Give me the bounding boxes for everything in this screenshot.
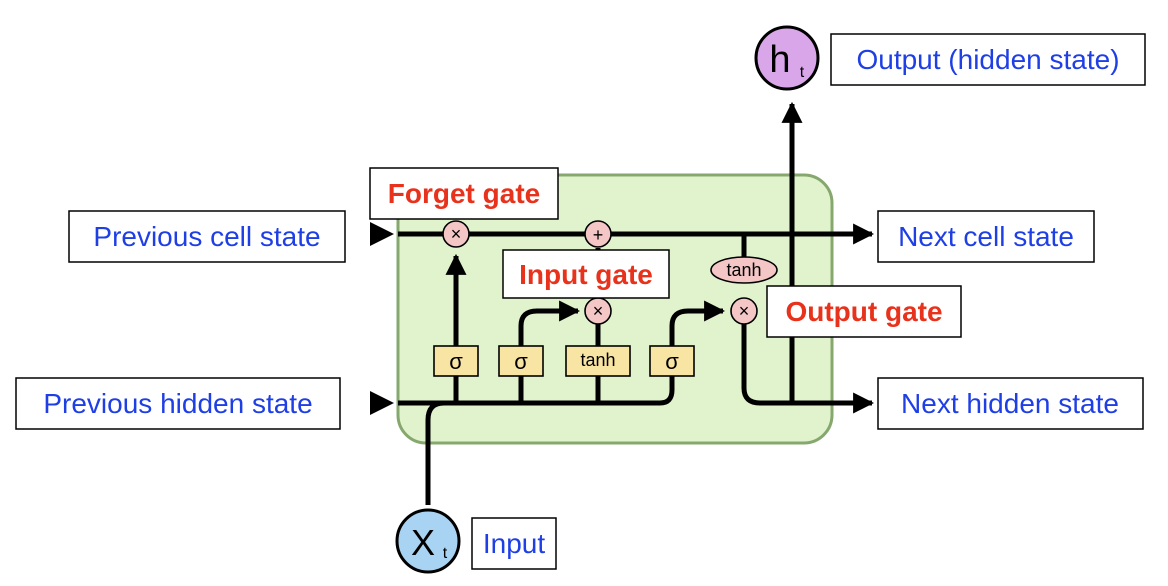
output-gate-label: Output gate bbox=[766, 285, 962, 338]
output-sigma-label: σ bbox=[665, 349, 679, 374]
forget-gate-label: Forget gate bbox=[369, 167, 559, 220]
input-line bbox=[425, 400, 445, 505]
tanh-layer: tanh bbox=[565, 345, 631, 377]
output-hidden-state-label: Output (hidden state) bbox=[830, 33, 1146, 86]
forget-sigma-layer: σ bbox=[433, 345, 479, 377]
input-label-text: Input bbox=[483, 528, 545, 559]
cell-state-input-arrow bbox=[370, 222, 394, 246]
next-cell-state-text: Next cell state bbox=[898, 221, 1074, 252]
output-tanh-op: tanh bbox=[710, 256, 778, 284]
output-multiply-op: × bbox=[730, 297, 758, 325]
input-gate-arrow bbox=[518, 300, 581, 346]
input-multiply-symbol: × bbox=[593, 301, 604, 321]
previous-hidden-state-text: Previous hidden state bbox=[43, 388, 312, 419]
input-node: X t bbox=[395, 508, 461, 574]
output-multiply-symbol: × bbox=[739, 301, 750, 321]
input-multiply-op: × bbox=[584, 297, 612, 325]
hidden-state-input-arrow bbox=[370, 391, 394, 415]
input-sigma-layer: σ bbox=[498, 345, 544, 377]
next-cell-state-label: Next cell state bbox=[877, 210, 1095, 263]
forget-multiply-op: × bbox=[442, 220, 470, 248]
output-gate-arrow bbox=[669, 300, 726, 346]
tanh-layer-label: tanh bbox=[580, 350, 615, 370]
forget-multiply-symbol: × bbox=[451, 224, 462, 244]
cell-add-op: + bbox=[584, 220, 612, 248]
forget-gate-text: Forget gate bbox=[388, 178, 540, 209]
output-tanh-label: tanh bbox=[726, 260, 761, 280]
previous-cell-state-text: Previous cell state bbox=[93, 221, 320, 252]
output-sigma-layer: σ bbox=[649, 345, 695, 377]
previous-cell-state-label: Previous cell state bbox=[68, 210, 346, 263]
output-node: h t bbox=[754, 25, 820, 91]
input-gate-label: Input gate bbox=[502, 249, 670, 299]
input-node-subscript: t bbox=[443, 545, 448, 562]
output-gate-text: Output gate bbox=[785, 296, 942, 327]
input-label: Input bbox=[471, 517, 557, 570]
output-hidden-state-text: Output (hidden state) bbox=[856, 44, 1119, 75]
input-node-symbol: X bbox=[411, 522, 435, 563]
hidden-output-line bbox=[741, 324, 875, 414]
output-node-subscript: t bbox=[800, 64, 805, 81]
forget-sigma-label: σ bbox=[449, 349, 463, 374]
cell-add-symbol: + bbox=[593, 225, 604, 245]
input-gate-text: Input gate bbox=[519, 259, 653, 290]
previous-hidden-state-label: Previous hidden state bbox=[15, 377, 341, 430]
input-sigma-label: σ bbox=[514, 349, 528, 374]
next-hidden-state-label: Next hidden state bbox=[877, 377, 1144, 430]
next-hidden-state-text: Next hidden state bbox=[901, 388, 1119, 419]
output-node-symbol: h bbox=[769, 39, 790, 81]
hidden-state-line bbox=[398, 372, 675, 406]
